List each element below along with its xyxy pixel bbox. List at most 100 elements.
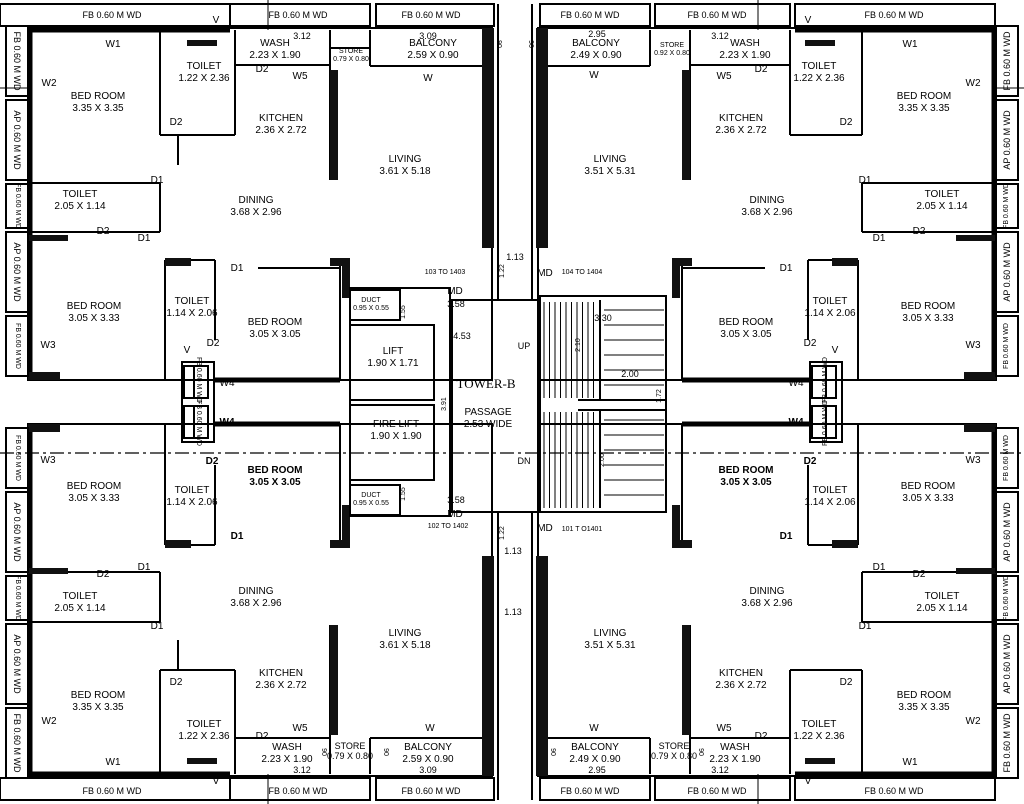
m-312-tl: 3.12 xyxy=(293,31,311,41)
tag-v-tr: V xyxy=(831,345,839,356)
tag-w3-tr: W3 xyxy=(965,340,981,351)
m-90-tl: 90 xyxy=(495,40,502,48)
fb-right-3: FB 0.60 M WD xyxy=(1003,323,1010,369)
flat-top-right xyxy=(531,0,997,381)
fb-top-l3: FB 0.60 M WD xyxy=(401,10,461,20)
tag-d1-br3: D1 xyxy=(779,531,793,542)
tag-md-br: MD xyxy=(537,523,553,534)
m-155-bot: 1.55 xyxy=(400,487,407,501)
m-113-mid: 1.13 xyxy=(504,546,522,556)
tag-d1-tl3: D1 xyxy=(230,263,244,274)
tag-d1-br2: D1 xyxy=(872,562,886,573)
tag-md-bot: MD xyxy=(447,509,463,520)
ap-left-1: AP 0.60 M WD xyxy=(12,110,22,170)
ap-left-3: AP 0.60 M WD xyxy=(12,502,22,562)
left-shafts xyxy=(5,25,29,779)
tag-w3-br: W3 xyxy=(965,455,981,466)
fb-left-1: FB 0.60 M WD xyxy=(12,31,22,91)
tag-w2-tl: W2 xyxy=(41,78,57,89)
m-358-top: 3.58 xyxy=(447,299,465,309)
fb-bot-l3: FB 0.60 M WD xyxy=(401,786,461,796)
fb-right-4: FB 0.60 M WD xyxy=(1003,435,1010,481)
fb-bot-r1: FB 0.60 M WD xyxy=(560,786,620,796)
ap-right-3: AP 0.60 M WD xyxy=(1002,502,1012,562)
ap-left-2: AP 0.60 M WD xyxy=(12,242,22,302)
fb-top-r2: FB 0.60 M WD xyxy=(687,10,747,20)
tag-d1-tr3: D1 xyxy=(779,263,793,274)
tag-d2-br2: D2 xyxy=(912,569,926,580)
m-358-bot: 3.58 xyxy=(447,495,465,505)
tag-w5-tr: W5 xyxy=(716,71,732,82)
m-330: 3.30 xyxy=(594,313,612,323)
fb-left-2: FB 0.60 M WD xyxy=(14,183,21,229)
tag-w5-tl: W5 xyxy=(292,71,308,82)
tag-v-tr2: V xyxy=(804,15,812,26)
tag-w3-tl: W3 xyxy=(40,340,56,351)
m-295-tr: 2.95 xyxy=(588,29,606,39)
fb-left-3: FB 0.60 M WD xyxy=(14,323,21,369)
tag-d2-tl2: D2 xyxy=(96,226,110,237)
m-122-bot: 1.22 xyxy=(499,526,506,540)
fb-left-5: FB 0.60 M WD xyxy=(14,575,21,621)
m-200-v: 2.00 xyxy=(599,453,606,467)
m-309-tl: 3.09 xyxy=(419,31,437,41)
fb-top-r3: FB 0.60 M WD xyxy=(864,10,924,20)
tag-w1-tl: W1 xyxy=(105,39,121,50)
fb-top-l1: FB 0.60 M WD xyxy=(82,10,142,20)
m-312-bl: 3.12 xyxy=(293,765,311,775)
ap-left-4: AP 0.60 M WD xyxy=(12,634,22,694)
core xyxy=(349,248,667,556)
tag-d2-tl3: D2 xyxy=(206,338,220,349)
tag-d2-br1: D2 xyxy=(839,677,853,688)
tag-w-bl: W xyxy=(425,723,435,734)
tag-md-tr: MD xyxy=(537,268,553,279)
tag-101: 101 T O1401 xyxy=(561,526,603,533)
m-200-h: 2.00 xyxy=(621,369,639,379)
fb-right-1: FB 0.60 M WD xyxy=(1002,31,1012,91)
tag-v-tl: V xyxy=(183,345,191,356)
tag-w4-br: W4 xyxy=(788,417,804,428)
fb-bot-l1: FB 0.60 M WD xyxy=(82,786,142,796)
tag-102: 102 TO 1402 xyxy=(427,523,469,530)
tag-w4-tr: W4 xyxy=(788,378,804,389)
tag-d2-br4: D2 xyxy=(754,731,768,742)
mid-fb-shafts xyxy=(181,361,843,443)
tag-d2-bl4: D2 xyxy=(255,731,269,742)
tag-w2-tr: W2 xyxy=(965,78,981,89)
fb-mid-l1: FB 0.60 M WD xyxy=(195,357,202,403)
tag-v-br: V xyxy=(804,776,812,787)
m-312-br: 3.12 xyxy=(711,765,729,775)
tag-d2-tr4: D2 xyxy=(754,64,768,75)
fb-right-2: FB 0.60 M WD xyxy=(1003,183,1010,229)
tag-d1-bl1: D1 xyxy=(150,621,164,632)
